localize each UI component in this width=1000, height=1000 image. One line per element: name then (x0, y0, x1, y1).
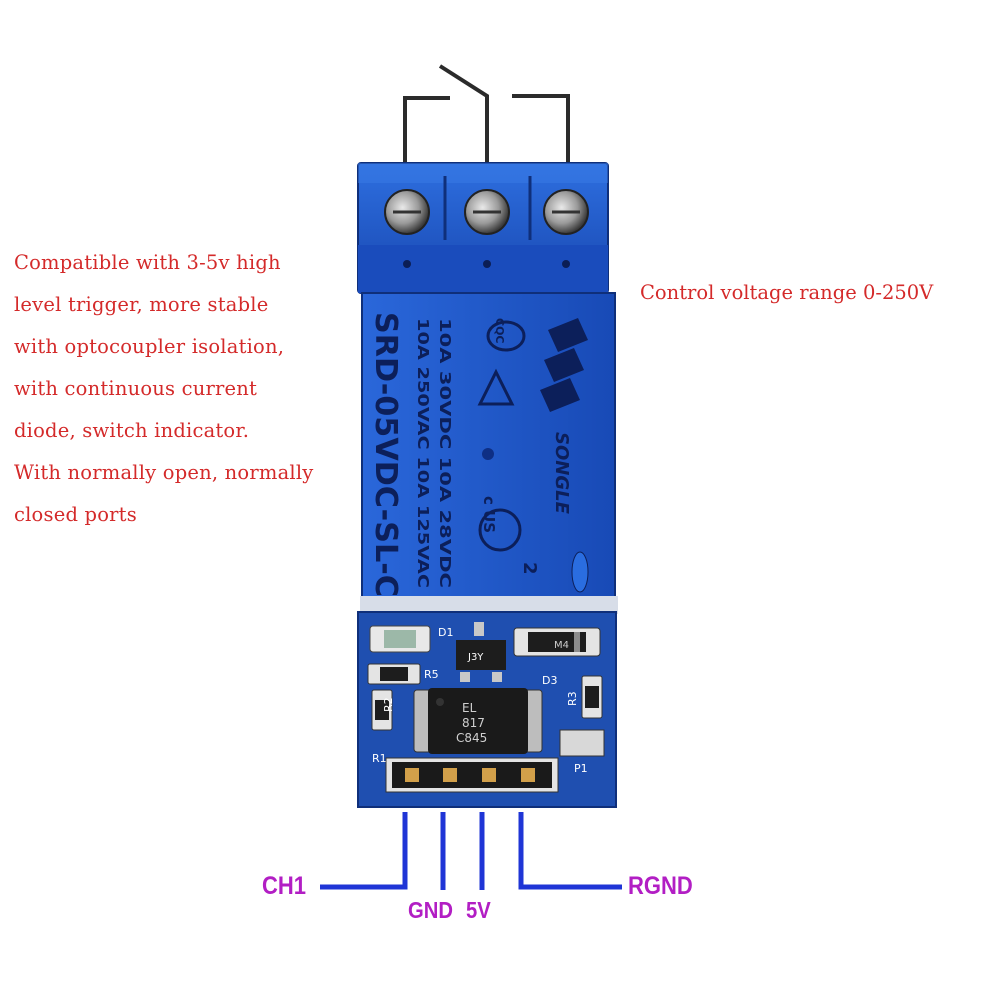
label-d3: D3 (542, 674, 557, 687)
label-r1: R1 (372, 752, 387, 765)
relay-rating-ac: 10A 250VAC 10A 125VAC (414, 318, 432, 588)
opto-line1: EL (462, 701, 477, 715)
terminal-hole (483, 260, 491, 268)
description-line: with continuous current (14, 377, 258, 400)
warning-triangle-icon (477, 368, 515, 406)
opto-line3: C845 (456, 731, 487, 745)
optocoupler-chip (428, 688, 528, 754)
label-p1: P1 (574, 762, 588, 775)
feature-description: Compatible with 3-5v high level trigger,… (14, 242, 359, 536)
header-pin (521, 768, 535, 782)
description-line: With normally open, normally (14, 461, 314, 484)
relay-rating-dc: 10A 30VDC 10A 28VDC (436, 318, 454, 588)
description-line: Compatible with 3-5v high (14, 251, 281, 274)
opto-line2: 817 (462, 716, 485, 730)
pin-label-gnd: GND (408, 897, 453, 923)
wire-no (512, 94, 570, 168)
relay-base-edge (360, 596, 618, 614)
wire-rgnd (518, 812, 622, 890)
label-j3y: J3Y (467, 652, 484, 663)
relay-cqc: CQC (493, 318, 506, 344)
label-diode-code: M4 (554, 640, 569, 651)
relay-brand: SONGLE (551, 432, 572, 515)
label-r3: R3 (566, 691, 579, 706)
cqc-mark-icon (486, 320, 526, 352)
description-line: diode, switch indicator. (14, 419, 250, 442)
relay-body (360, 292, 618, 614)
label-r2: R2 (382, 697, 395, 712)
description-line: with optocoupler isolation, (14, 335, 285, 358)
led-lens (384, 630, 416, 648)
relay-model: SRD-05VDC-SL-C (368, 312, 403, 597)
terminal-lower (358, 245, 608, 293)
control-voltage-label: Control voltage range 0-250V (640, 281, 934, 304)
pcb-silkscreen: D1 D3 R1 R3 R5 R2 P1 J3Y M4 EL 817 C845 (372, 626, 588, 775)
relay-nub (571, 551, 589, 593)
label-d1: D1 (438, 626, 453, 639)
relay-markings: SRD-05VDC-SL-C 10A 250VAC 10A 125VAC 10A… (368, 312, 572, 597)
terminal-top-highlight (358, 163, 608, 183)
description-line: closed ports (14, 503, 137, 526)
terminal-hole (562, 260, 570, 268)
output-wires (403, 64, 570, 168)
header-pin (443, 768, 457, 782)
songle-logo-icon (540, 318, 588, 412)
pad-p1 (559, 729, 605, 757)
header-pin (482, 768, 496, 782)
ul-mark-icon (478, 508, 522, 552)
input-wires (320, 812, 622, 890)
relay-dot (482, 448, 494, 460)
wire-ch1 (320, 812, 408, 890)
pin-label-5v: 5V (466, 897, 491, 923)
pcb-board (357, 611, 617, 808)
terminal-hole (403, 260, 411, 268)
transistor-j3y (456, 640, 506, 670)
description-line: level trigger, more stable (14, 293, 269, 316)
wire-com (438, 64, 489, 168)
pin-label-rgnd: RGND (628, 872, 693, 900)
relay-ul: c US (480, 496, 498, 533)
relay-number: 2 (519, 562, 540, 575)
wire-nc (403, 96, 450, 168)
label-r5: R5 (424, 668, 439, 681)
header-pin (405, 768, 419, 782)
screw-terminal-block (357, 162, 609, 294)
pin-label-ch1: CH1 (262, 872, 307, 900)
